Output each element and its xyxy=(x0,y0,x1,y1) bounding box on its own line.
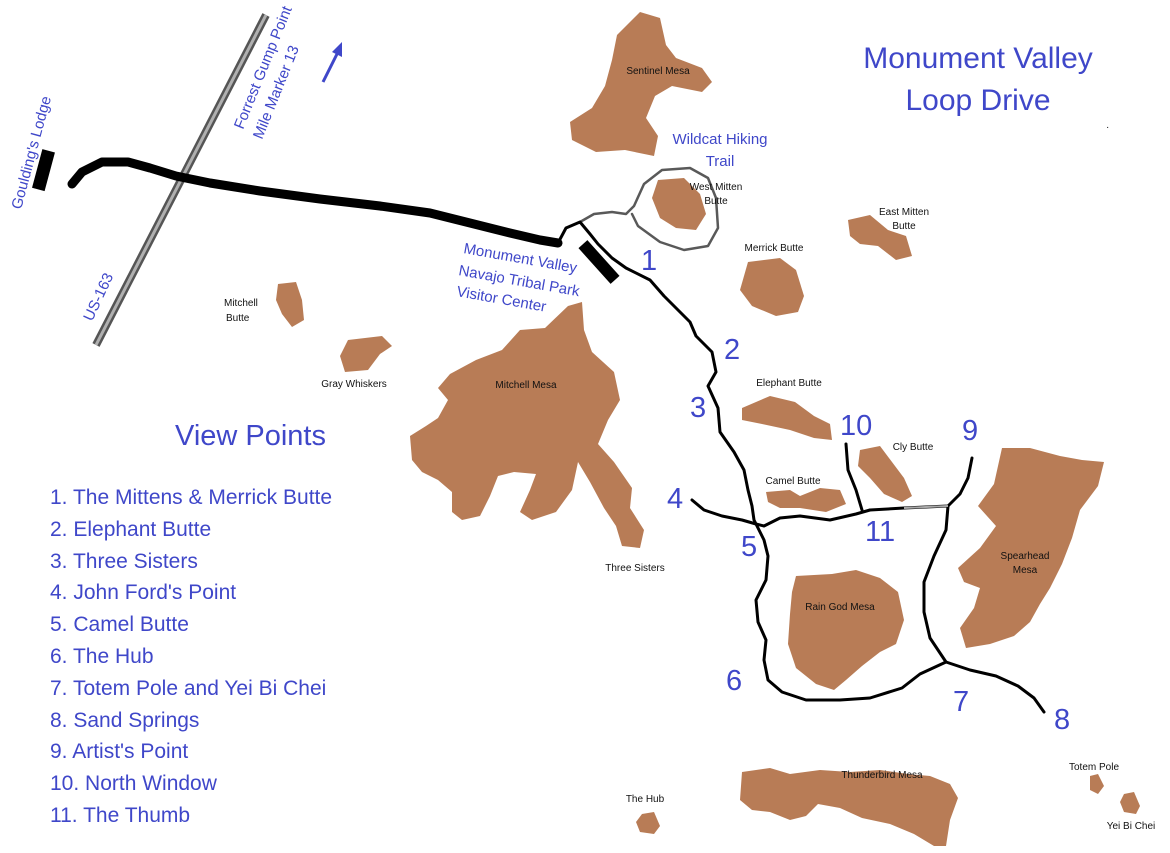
sentinel-mesa-label: Sentinel Mesa xyxy=(626,66,690,77)
marker-4: 4 xyxy=(667,483,683,515)
elephant-butte-shape xyxy=(742,396,832,440)
west-mitten-shape xyxy=(652,178,706,230)
loop-drive-road xyxy=(556,220,948,702)
totem-pole-label: Totem Pole xyxy=(1069,762,1119,773)
speck-mark: · xyxy=(1106,122,1109,133)
marker-5: 5 xyxy=(741,531,757,563)
the-hub-label: The Hub xyxy=(626,794,665,805)
gray-whiskers-shape xyxy=(340,336,392,372)
east-mitten-label-line1: East Mitten xyxy=(879,207,929,218)
viewpoint-markers: 1 2 3 4 5 6 7 8 9 10 11 xyxy=(641,245,1070,736)
marker-8: 8 xyxy=(1054,704,1070,736)
thunderbird-mesa-shape xyxy=(740,768,958,846)
mitchell-butte-label-line2: Butte xyxy=(226,313,250,324)
wildcat-trail-label-line2: Trail xyxy=(706,153,735,170)
viewpoints-list: 1. The Mittens & Merrick Butte 2. Elepha… xyxy=(50,482,332,832)
east-loop-road xyxy=(922,504,950,664)
gouldings-lodge-marker xyxy=(32,149,55,192)
mitchell-butte-label-line1: Mitchell xyxy=(224,298,258,309)
yei-bi-chei-shape xyxy=(1120,792,1140,814)
east-mitten-label-line2: Butte xyxy=(892,221,916,232)
west-mitten-label-line1: West Mitten xyxy=(690,182,743,193)
viewpoint-item-7: 7. Totem Pole and Yei Bi Chei xyxy=(50,676,327,700)
viewpoint-item-3: 3. Three Sisters xyxy=(50,549,198,573)
spearhead-mesa-label-line1: Spearhead xyxy=(1001,551,1050,562)
sand-springs-road xyxy=(944,660,1046,714)
marker-10: 10 xyxy=(840,410,872,442)
viewpoint-item-2: 2. Elephant Butte xyxy=(50,517,212,541)
north-window-spur xyxy=(844,442,864,512)
viewpoints-title: View Points xyxy=(175,420,326,452)
north-arrow-icon xyxy=(321,42,342,83)
elephant-butte-label: Elephant Butte xyxy=(756,378,822,389)
camel-butte-shape xyxy=(766,488,846,512)
totem-pole-shape xyxy=(1090,774,1104,794)
marker-3: 3 xyxy=(690,392,706,424)
cly-butte-label: Cly Butte xyxy=(893,442,934,453)
three-sisters-label: Three Sisters xyxy=(605,563,664,574)
merrick-butte-shape xyxy=(740,258,804,316)
cly-butte-shape xyxy=(858,446,912,502)
camel-butte-label: Camel Butte xyxy=(765,476,820,487)
marker-7: 7 xyxy=(953,686,969,718)
east-mitten-shape xyxy=(848,215,912,260)
viewpoint-item-1: 1. The Mittens & Merrick Butte xyxy=(50,486,333,509)
rain-god-mesa-shape xyxy=(788,570,904,690)
roads xyxy=(67,157,1046,714)
viewpoint-item-5: 5. Camel Butte xyxy=(50,613,189,637)
viewpoint-item-6: 6. The Hub xyxy=(50,644,154,668)
spearhead-mesa-label-line2: Mesa xyxy=(1013,565,1038,576)
viewpoint-item-10: 10. North Window xyxy=(50,772,217,796)
wildcat-trail-label-line1: Wildcat Hiking xyxy=(672,131,767,148)
mitchell-mesa-label: Mitchell Mesa xyxy=(495,380,557,391)
mesas xyxy=(276,12,1140,846)
thumb-artists-road xyxy=(868,456,974,512)
marker-6: 6 xyxy=(726,665,742,697)
main-access-road xyxy=(67,157,563,248)
john-fords-point-spur xyxy=(690,498,872,528)
west-mitten-label-line2: Butte xyxy=(704,196,728,207)
thunderbird-mesa-label: Thunderbird Mesa xyxy=(841,770,923,781)
merrick-butte-label: Merrick Butte xyxy=(745,243,804,254)
viewpoint-item-8: 8. Sand Springs xyxy=(50,708,200,732)
map-title-line1: Monument Valley xyxy=(863,42,1093,75)
sentinel-mesa-shape xyxy=(570,12,712,156)
wildcat-hiking-trail xyxy=(578,166,720,252)
marker-11: 11 xyxy=(865,516,895,548)
viewpoint-item-4: 4. John Ford's Point xyxy=(50,581,237,605)
marker-9: 9 xyxy=(962,415,978,447)
marker-1: 1 xyxy=(641,245,657,277)
yei-bi-chei-label: Yei Bi Chei xyxy=(1107,821,1156,832)
the-hub-shape xyxy=(636,812,660,834)
rain-god-mesa-label: Rain God Mesa xyxy=(805,602,875,613)
viewpoint-item-11: 11. The Thumb xyxy=(50,803,191,827)
gray-whiskers-label: Gray Whiskers xyxy=(321,379,387,390)
visitor-center-marker xyxy=(578,240,620,284)
spearhead-mesa-shape xyxy=(958,448,1104,648)
map-title-line2: Loop Drive xyxy=(905,84,1050,117)
marker-2: 2 xyxy=(724,334,740,366)
mitchell-butte-shape xyxy=(276,282,304,327)
viewpoint-item-9: 9. Artist's Point xyxy=(50,740,189,764)
mitchell-mesa-shape xyxy=(410,302,644,548)
